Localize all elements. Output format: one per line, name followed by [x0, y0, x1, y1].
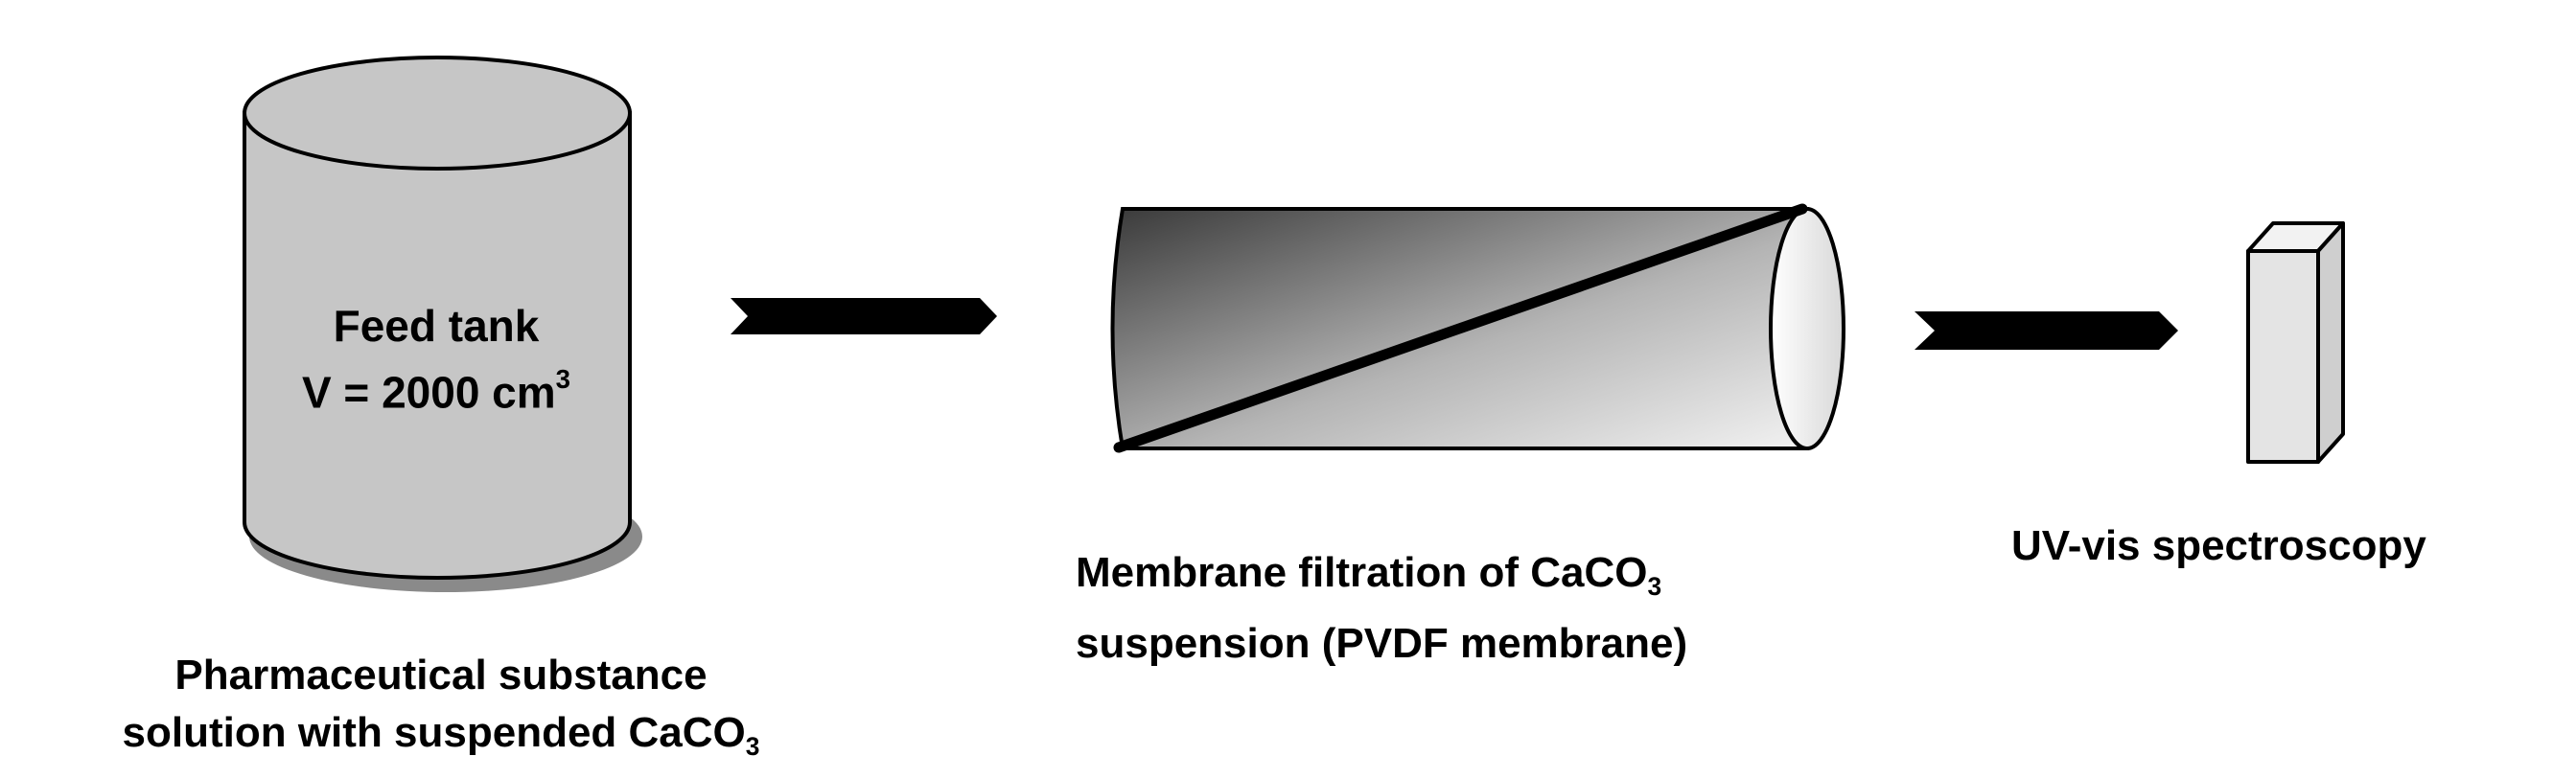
feed-tank-body [243, 111, 632, 580]
flow-arrow-1 [731, 298, 997, 334]
membrane-caption: Membrane filtration of CaCO3 suspension … [1076, 544, 1687, 673]
membrane-caption-line1: Membrane filtration of CaCO3 [1076, 549, 1662, 602]
uv-vis-caption: UV-vis spectroscopy [2011, 522, 2426, 569]
cuvette-front [2246, 249, 2320, 464]
feed-caption-line2: solution with suspended CaCO3 [122, 709, 760, 762]
feed-tank [243, 56, 642, 592]
feed-caption-line1: Pharmaceutical substance [174, 652, 708, 699]
membrane-caption-line2: suspension (PVDF membrane) [1076, 620, 1688, 668]
flow-arrow-2 [1915, 311, 2178, 350]
feed-caption: Pharmaceutical substance solution with s… [48, 647, 834, 775]
feed-tank-top [243, 56, 632, 171]
pvdf-membrane-line [1113, 203, 1808, 453]
membrane-tube-end [1769, 207, 1845, 450]
feed-tank-volume: V = 2000 cm3 [301, 364, 571, 418]
cuvette [2246, 221, 2345, 464]
cuvette-side [2316, 221, 2345, 464]
membrane-tube [1110, 203, 1845, 453]
feed-tank-label: Feed tank V = 2000 cm3 [244, 299, 628, 420]
feed-tank-title: Feed tank [333, 301, 540, 351]
